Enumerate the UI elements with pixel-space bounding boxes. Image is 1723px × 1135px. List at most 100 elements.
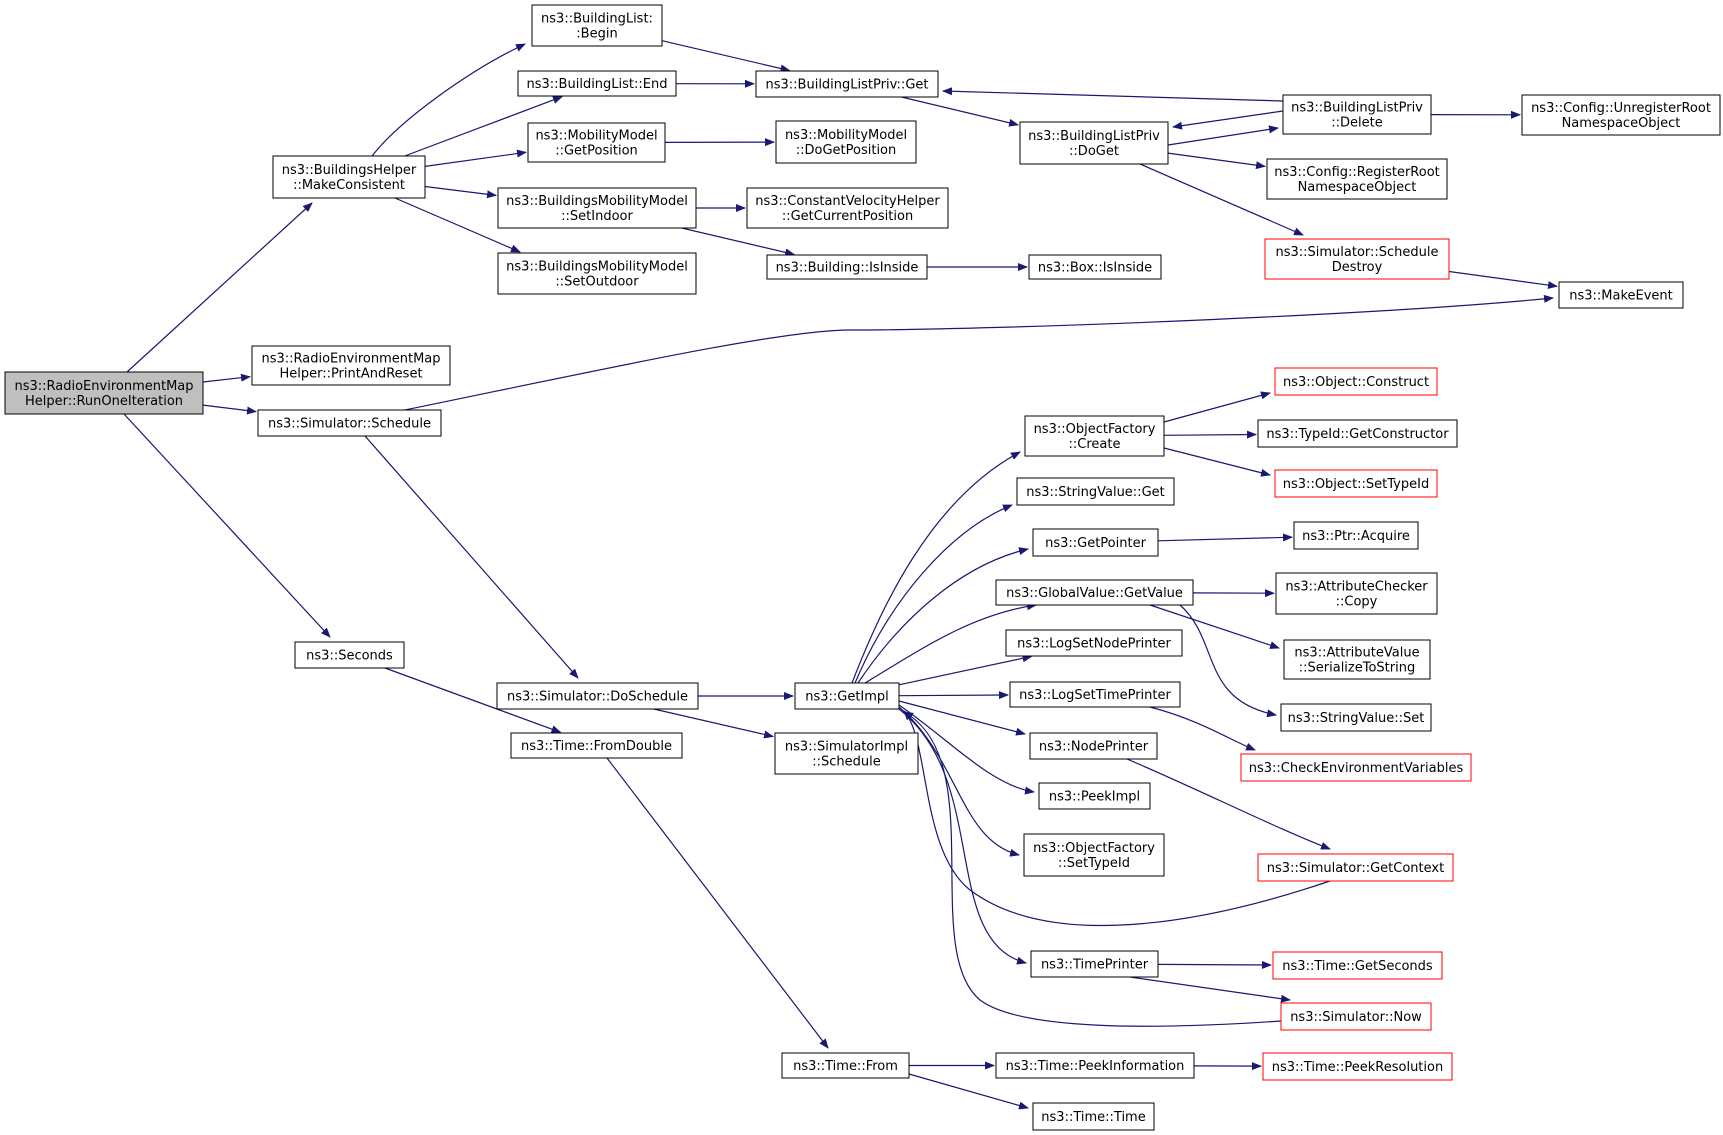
node-box[interactable] (1264, 238, 1450, 280)
node-root[interactable]: ns3::RadioEnvironmentMapHelper::RunOneIt… (4, 371, 204, 415)
node-box[interactable] (1024, 415, 1165, 457)
node-svget[interactable]: ns3::StringValue::Get (1016, 477, 1175, 506)
node-gvgetvalue[interactable]: ns3::GlobalValue::GetValue (995, 579, 1194, 606)
node-simsched[interactable]: ns3::Simulator::Schedule (257, 409, 442, 437)
node-box[interactable] (1280, 703, 1432, 732)
node-box[interactable] (1032, 528, 1159, 557)
node-mmgetpos[interactable]: ns3::MobilityModel::GetPosition (527, 122, 666, 163)
node-box[interactable] (1272, 951, 1443, 980)
node-seconds[interactable]: ns3::Seconds (294, 641, 405, 669)
node-box[interactable] (794, 682, 900, 710)
node-box[interactable] (1038, 782, 1151, 810)
node-box[interactable] (1257, 419, 1458, 448)
node-box[interactable] (1262, 1052, 1453, 1081)
node-box[interactable] (775, 120, 917, 164)
node-timeprinter[interactable]: ns3::TimePrinter (1030, 950, 1159, 978)
node-objconstruct[interactable]: ns3::Object::Construct (1274, 367, 1438, 396)
node-box[interactable] (1521, 94, 1721, 136)
node-getimpl[interactable]: ns3::GetImpl (794, 682, 900, 710)
node-remprint[interactable]: ns3::RadioEnvironmentMapHelper::PrintAnd… (251, 345, 451, 386)
node-box[interactable] (766, 254, 928, 280)
node-box[interactable] (1023, 833, 1165, 877)
node-avser[interactable]: ns3::AttributeValue::SerializeToString (1283, 639, 1431, 680)
node-mmdoget[interactable]: ns3::MobilityModel::DoGetPosition (775, 120, 917, 164)
node-timegetsec[interactable]: ns3::Time::GetSeconds (1272, 951, 1443, 980)
node-box[interactable] (995, 579, 1194, 606)
node-timefrom[interactable]: ns3::Time::From (781, 1052, 910, 1079)
node-getctor[interactable]: ns3::TypeId::GetConstructor (1257, 419, 1458, 448)
node-box[interactable] (755, 70, 939, 98)
node-ofcreate[interactable]: ns3::ObjectFactory::Create (1024, 415, 1165, 457)
node-blpget[interactable]: ns3::BuildingListPriv::Get (755, 70, 939, 98)
node-box[interactable] (1275, 572, 1438, 615)
node-boxisinside[interactable]: ns3::Box::IsInside (1028, 254, 1162, 280)
node-box[interactable] (774, 732, 919, 775)
node-box[interactable] (1280, 1002, 1432, 1031)
node-lognode[interactable]: ns3::LogSetNodePrinter (1005, 629, 1183, 657)
node-box[interactable] (1283, 639, 1431, 680)
node-box[interactable] (510, 732, 683, 759)
node-peekinfo[interactable]: ns3::Time::PeekInformation (995, 1052, 1195, 1079)
node-checkenv[interactable]: ns3::CheckEnvironmentVariables (1240, 753, 1472, 782)
node-simnow[interactable]: ns3::Simulator::Now (1280, 1002, 1432, 1031)
node-svset[interactable]: ns3::StringValue::Set (1280, 703, 1432, 732)
node-box[interactable] (1028, 254, 1162, 280)
node-bmmoutdoor[interactable]: ns3::BuildingsMobilityModel::SetOutdoor (497, 252, 697, 295)
node-objsettypeid[interactable]: ns3::Object::SetTypeId (1274, 469, 1438, 498)
node-box[interactable] (1282, 94, 1432, 135)
node-box[interactable] (1005, 629, 1183, 657)
node-box[interactable] (497, 187, 697, 229)
node-box[interactable] (4, 371, 204, 415)
node-cfgunreg[interactable]: ns3::Config::UnregisterRootNamespaceObje… (1521, 94, 1721, 136)
node-blend[interactable]: ns3::BuildingList::End (517, 70, 677, 97)
node-box[interactable] (1274, 469, 1438, 498)
node-makeevent[interactable]: ns3::MakeEvent (1558, 281, 1684, 309)
node-box[interactable] (1266, 158, 1448, 200)
node-simgetctx[interactable]: ns3::Simulator::GetContext (1257, 853, 1454, 882)
node-peekres[interactable]: ns3::Time::PeekResolution (1262, 1052, 1453, 1081)
node-simimplsched[interactable]: ns3::SimulatorImpl::Schedule (774, 732, 919, 775)
node-blbegin[interactable]: ns3::BuildingList::Begin (531, 4, 663, 47)
node-box[interactable] (1009, 681, 1181, 708)
node-box[interactable] (257, 409, 442, 437)
node-accopy[interactable]: ns3::AttributeChecker::Copy (1275, 572, 1438, 615)
node-box[interactable] (1257, 853, 1454, 882)
node-bmmindoor[interactable]: ns3::BuildingsMobilityModel::SetIndoor (497, 187, 697, 229)
node-box[interactable] (1016, 477, 1175, 506)
node-getpointer[interactable]: ns3::GetPointer (1032, 528, 1159, 557)
node-blpdoget[interactable]: ns3::BuildingListPriv::DoGet (1019, 121, 1169, 165)
node-bisinside[interactable]: ns3::Building::IsInside (766, 254, 928, 280)
node-box[interactable] (781, 1052, 910, 1079)
node-box[interactable] (1029, 732, 1158, 760)
node-cvh[interactable]: ns3::ConstantVelocityHelper::GetCurrentP… (746, 187, 949, 229)
node-box[interactable] (1032, 1102, 1155, 1131)
node-box[interactable] (497, 252, 697, 295)
node-box[interactable] (251, 345, 451, 386)
node-blpdelete[interactable]: ns3::BuildingListPriv::Delete (1282, 94, 1432, 135)
node-box[interactable] (1240, 753, 1472, 782)
node-peekimpl[interactable]: ns3::PeekImpl (1038, 782, 1151, 810)
node-box[interactable] (1558, 281, 1684, 309)
node-ofsettypeid[interactable]: ns3::ObjectFactory::SetTypeId (1023, 833, 1165, 877)
node-box[interactable] (1030, 950, 1159, 978)
node-box[interactable] (496, 682, 699, 710)
node-box[interactable] (995, 1052, 1195, 1079)
node-timetime[interactable]: ns3::Time::Time (1032, 1102, 1155, 1131)
node-box[interactable] (531, 4, 663, 47)
node-bh[interactable]: ns3::BuildingsHelper::MakeConsistent (272, 155, 426, 199)
node-box[interactable] (746, 187, 949, 229)
node-timefromd[interactable]: ns3::Time::FromDouble (510, 732, 683, 759)
node-box[interactable] (527, 122, 666, 163)
node-box[interactable] (294, 641, 405, 669)
node-nodeprinter[interactable]: ns3::NodePrinter (1029, 732, 1158, 760)
node-ptracquire[interactable]: ns3::Ptr::Acquire (1293, 521, 1419, 550)
node-simdosched[interactable]: ns3::Simulator::DoSchedule (496, 682, 699, 710)
node-box[interactable] (272, 155, 426, 199)
node-box[interactable] (1274, 367, 1438, 396)
node-logtime[interactable]: ns3::LogSetTimePrinter (1009, 681, 1181, 708)
node-box[interactable] (1019, 121, 1169, 165)
node-box[interactable] (1293, 521, 1419, 550)
node-box[interactable] (517, 70, 677, 97)
